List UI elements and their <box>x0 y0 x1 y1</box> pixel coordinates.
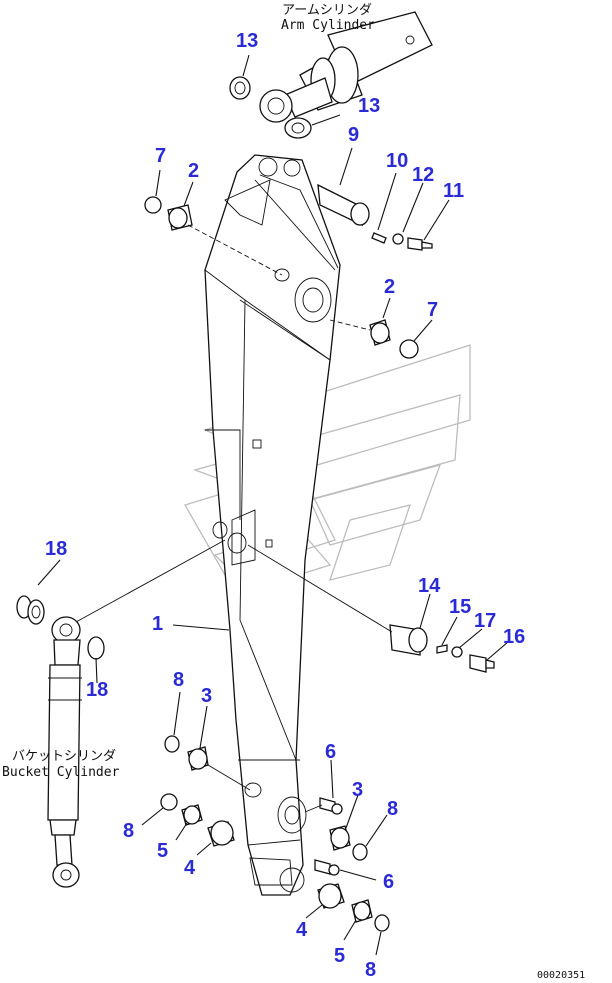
callout-5-right: 5 <box>334 945 345 967</box>
bolt-16 <box>469 654 495 673</box>
callout-1: 1 <box>152 613 163 635</box>
washer-17 <box>451 646 463 658</box>
callout-18-left: 18 <box>45 538 67 560</box>
bushing-2-lower <box>369 319 391 346</box>
ring-8-a <box>164 735 180 753</box>
callout-11: 11 <box>443 180 464 202</box>
callout-8-d: 8 <box>365 959 376 981</box>
bushing-4-left <box>207 820 235 847</box>
ring-7-lower <box>399 339 419 359</box>
bushing-2-upper <box>167 204 193 231</box>
callout-5-left: 5 <box>157 840 168 862</box>
arm-cylinder-caption-en: Arm Cylinder <box>281 18 375 33</box>
bucket-cylinder-caption-en: Bucket Cylinder <box>2 765 120 780</box>
bushing-5-left <box>181 804 203 826</box>
callout-2-lower: 2 <box>384 276 395 298</box>
callout-10: 10 <box>386 150 408 172</box>
drawing-code: 00020351 <box>537 970 585 981</box>
plate-15 <box>436 644 448 654</box>
ring-8-c <box>352 843 368 861</box>
leader-lines <box>37 54 510 956</box>
captions: アームシリンダ Arm Cylinder バケットシリンダ Bucket Cyl… <box>2 3 585 981</box>
callout-18-right: 18 <box>86 679 108 701</box>
callout-8-c: 8 <box>387 798 398 820</box>
callout-4-left: 4 <box>184 857 196 879</box>
callout-7-lower: 7 <box>427 299 438 321</box>
callout-2-upper: 2 <box>188 160 199 182</box>
callout-8-a: 8 <box>173 669 184 691</box>
pin-14 <box>389 624 428 656</box>
bushing-4-right <box>317 883 345 909</box>
bucket-cylinder-caption-jp: バケットシリンダ <box>12 749 116 764</box>
bushing-3-right <box>329 825 351 851</box>
fitting-6-upper <box>319 797 343 815</box>
bolt-11 <box>407 237 433 251</box>
washer-13-upper <box>229 76 251 100</box>
callout-7-upper: 7 <box>155 145 166 167</box>
callout-16: 16 <box>503 626 525 648</box>
bushing-5-right <box>351 899 373 923</box>
washer-12 <box>392 233 404 245</box>
pin-9 <box>317 183 370 227</box>
washer-18-right <box>87 636 105 660</box>
bucket-cylinder <box>47 616 82 888</box>
callout-13-top: 13 <box>236 30 258 52</box>
ring-8-b <box>160 793 178 811</box>
callout-3-right: 3 <box>352 779 363 801</box>
callout-9: 9 <box>348 124 359 146</box>
callout-3-left: 3 <box>201 685 212 707</box>
arm-body <box>204 154 341 896</box>
washers-18-left <box>16 595 45 625</box>
callout-numbers: 13 13 9 7 2 10 12 11 2 7 18 18 1 14 15 1… <box>45 30 525 981</box>
callout-6-lower: 6 <box>383 871 394 893</box>
arm-cylinder-caption-jp: アームシリンダ <box>282 3 372 18</box>
ring-7-upper <box>144 196 162 214</box>
bushing-3-left <box>187 746 209 771</box>
fitting-6-lower <box>314 859 340 876</box>
plate-10 <box>371 232 387 244</box>
washer-13-lower <box>284 117 312 139</box>
callout-13-mid: 13 <box>358 95 380 117</box>
callout-14: 14 <box>418 575 441 597</box>
callout-17: 17 <box>474 610 496 632</box>
ring-8-d <box>374 914 390 932</box>
callout-15: 15 <box>449 596 471 618</box>
callout-6-upper: 6 <box>325 741 336 763</box>
arm-cylinder <box>259 11 433 123</box>
callout-12: 12 <box>412 164 434 186</box>
callout-4-right: 4 <box>296 919 308 941</box>
callout-8-b: 8 <box>123 820 134 842</box>
